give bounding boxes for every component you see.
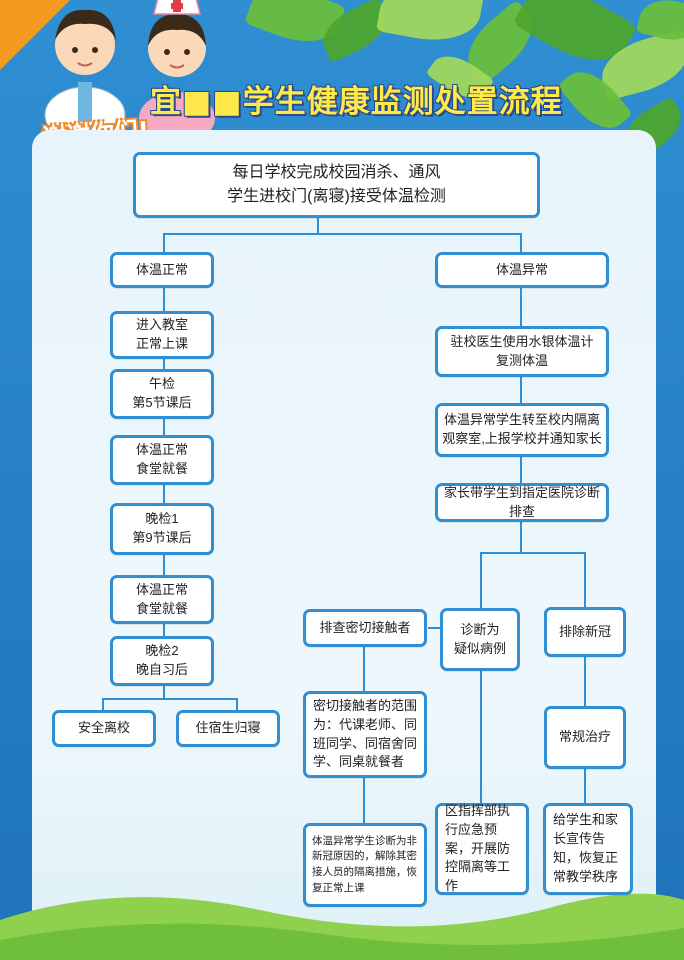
suspect-head: 诊断为 疑似病例: [440, 608, 520, 671]
normal-step: 体温正常 食堂就餐: [110, 435, 214, 485]
contacts-scope: 密切接触者的范围为：代课老师、同班同学、同宿舍同学、同桌就餐者: [303, 691, 427, 778]
excluded-head: 排除新冠: [544, 607, 626, 657]
normal-temperature-head: 体温正常: [110, 252, 214, 288]
notify-step: 给学生和家长宣传告知，恢复正常教学秩序: [543, 803, 633, 895]
start-step: 每日学校完成校园消杀、通风 学生进校门(离寝)接受体温检测: [133, 152, 540, 218]
grass-decoration: [0, 893, 684, 960]
nurse-avatar-icon: [139, 0, 215, 135]
normal-step: 进入教室 正常上课: [110, 311, 214, 359]
abnormal-temperature-head: 体温异常: [435, 252, 609, 288]
contacts-release: 体温异常学生诊断为非新冠原因的，解除其密接人员的隔离措施，恢复正常上课: [303, 823, 427, 907]
page-title: 宜■■学生健康监测处置流程: [150, 84, 563, 120]
contacts-head: 排查密切接触者: [303, 609, 427, 647]
hospital-step: 家长带学生到指定医院诊断排查: [435, 483, 609, 522]
normal-step: 晚检2 晚自习后: [110, 636, 214, 686]
suspect-action: 区指挥部执行应急预案，开展防控隔离等工作: [435, 803, 529, 895]
leave-school-step: 安全离校: [52, 710, 156, 747]
return-dorm-step: 住宿生归寝: [176, 710, 280, 747]
doctor-avatar-icon: [44, 9, 126, 135]
recheck-step: 驻校医生使用水银体温计 复测体温: [435, 326, 609, 377]
treatment-step: 常规治疗: [544, 706, 626, 769]
isolate-step: 体温异常学生转至校内隔离 观察室,上报学校并通知家长: [435, 403, 609, 457]
normal-step: 体温正常 食堂就餐: [110, 575, 214, 624]
normal-step: 晚检1 第9节课后: [110, 503, 214, 555]
normal-step: 午检 第5节课后: [110, 369, 214, 419]
